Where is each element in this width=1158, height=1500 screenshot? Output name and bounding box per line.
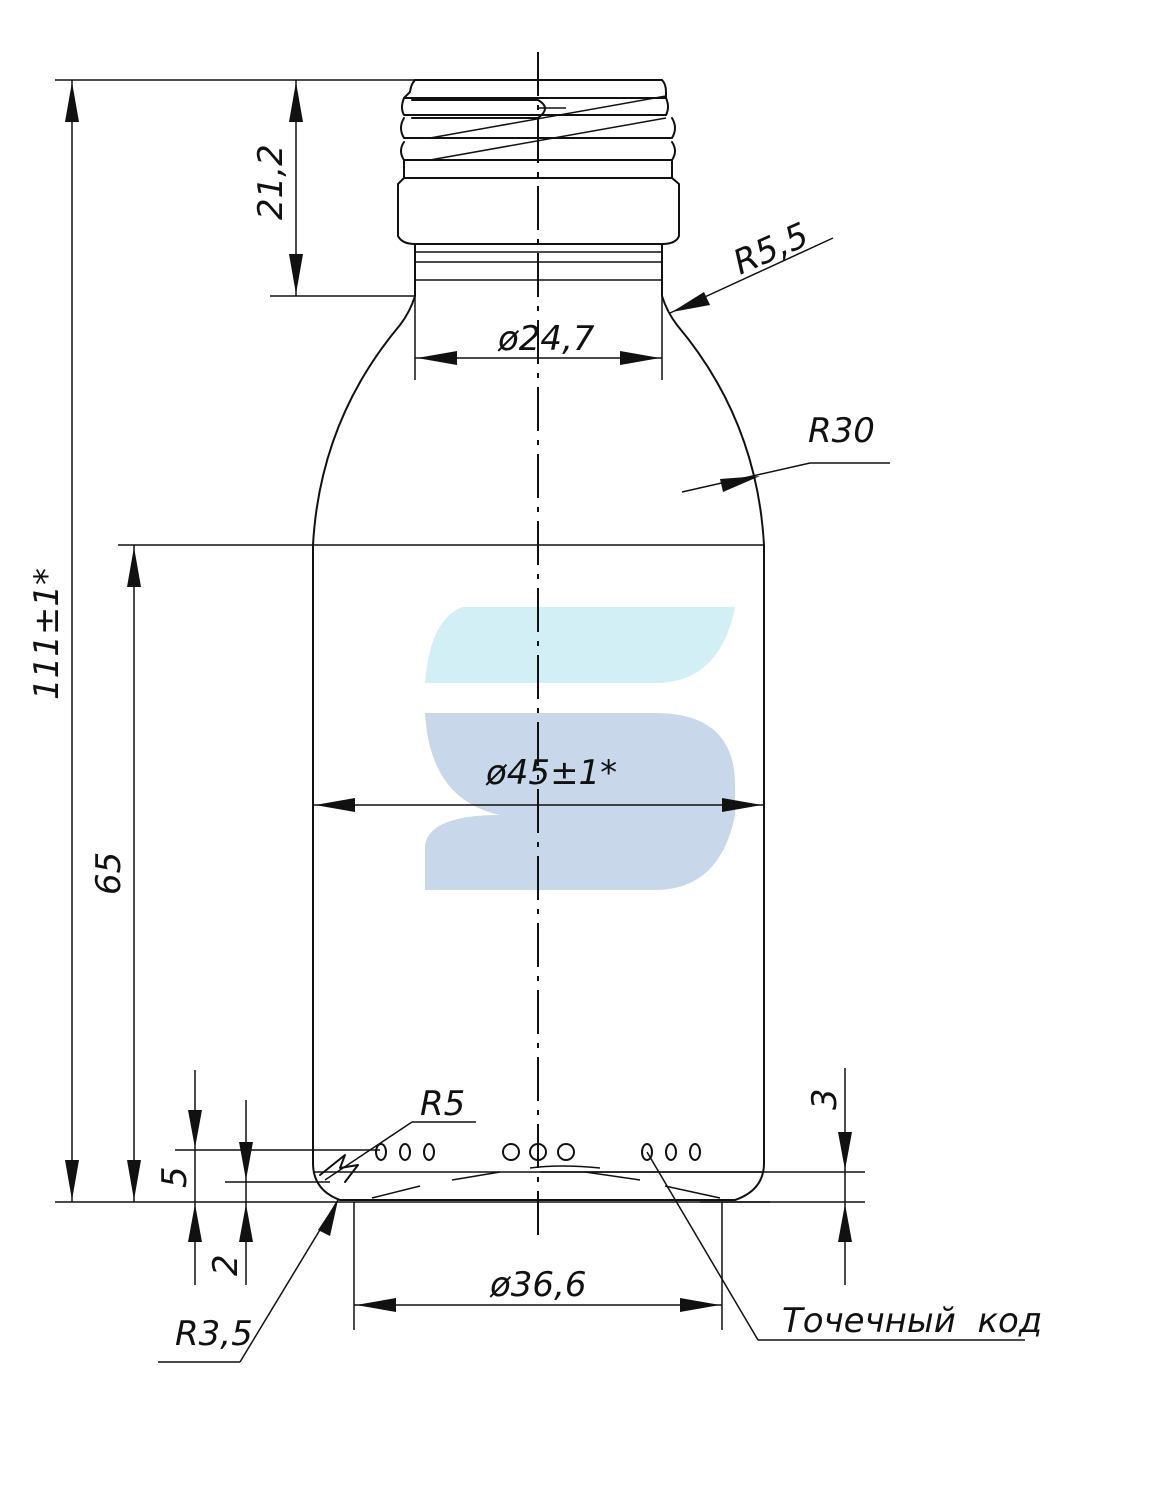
dim-heel-height-label: 5 — [155, 1166, 195, 1188]
dim-body-height-label: 65 — [89, 852, 129, 895]
dot-code-label: Точечный код — [782, 1301, 1042, 1341]
dim-base-step-label: 2 — [206, 1254, 246, 1276]
dim-body-height: 65 — [89, 545, 141, 1202]
logo-watermark — [425, 607, 735, 890]
dim-dots-offset-label: 3 — [805, 1088, 845, 1110]
dim-total-height-label: 111±1* — [27, 568, 67, 700]
dim-heel-radius: R5 — [319, 1084, 476, 1183]
dim-heel-height: 5 — [155, 1070, 202, 1285]
logo-band-top — [425, 607, 735, 683]
dim-base-radius-label: R3,5 — [175, 1314, 253, 1354]
dim-base-step: 2 — [206, 1100, 253, 1285]
extension-lines — [55, 79, 865, 1330]
dim-finish-height-label: 21,2 — [251, 144, 291, 220]
dot-code — [375, 1143, 701, 1161]
dim-neck-radius-label: R5,5 — [727, 215, 814, 283]
dim-shoulder-radius: R30 — [681, 411, 890, 493]
dim-body-diameter-label: ø45±1* — [485, 753, 617, 793]
logo-band-middle — [425, 713, 735, 815]
dim-neck-diameter: ø24,7 — [415, 319, 662, 365]
dot-code-leader: Точечный код — [646, 1151, 1042, 1341]
dim-finish-height: 21,2 — [251, 80, 303, 296]
dim-dots-offset: 3 — [805, 1068, 852, 1285]
dim-neck-radius: R5,5 — [669, 215, 834, 314]
dim-heel-radius-label: R5 — [420, 1084, 465, 1124]
dim-neck-diameter-label: ø24,7 — [497, 319, 595, 359]
dim-base-diameter: ø36,6 — [354, 1265, 722, 1312]
dim-total-height: 111±1* — [27, 80, 79, 1202]
bottle-outline — [312, 79, 765, 1201]
dim-base-radius: R3,5 — [158, 1199, 339, 1363]
logo-band-bottom — [425, 815, 735, 890]
dim-shoulder-radius-label: R30 — [808, 411, 875, 451]
dim-base-diameter-label: ø36,6 — [489, 1265, 587, 1305]
dim-body-diameter: ø45±1* — [313, 753, 764, 812]
